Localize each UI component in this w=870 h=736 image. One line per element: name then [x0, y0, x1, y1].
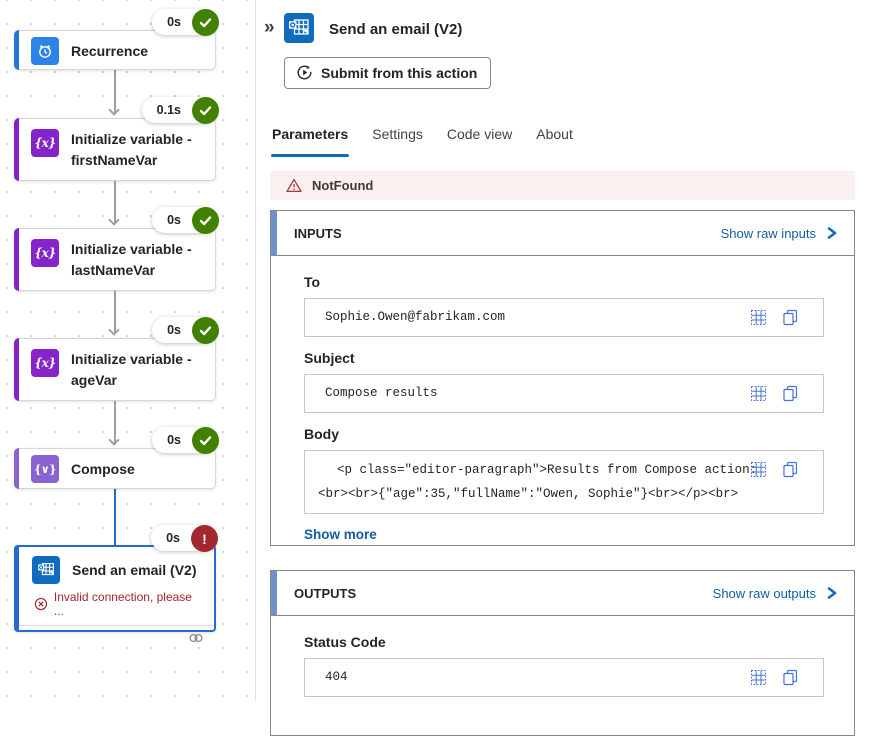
flow-node-initialize-firstnamevar[interactable]: 0.1s {x} Initialize variable - firstName…	[14, 97, 219, 181]
body-value-field[interactable]: <p class="editor-paragraph">Results from…	[304, 450, 824, 514]
run-status-badge[interactable]: 0s	[152, 207, 219, 234]
run-status-badge[interactable]: 0s !	[151, 525, 218, 552]
card-accent	[271, 571, 277, 615]
initialize-variable-icon: {x}	[31, 239, 59, 267]
initialize-variable-icon: {x}	[31, 349, 59, 377]
warning-banner: NotFound	[270, 171, 855, 200]
connector	[108, 181, 120, 226]
copy-icon[interactable]	[782, 385, 798, 402]
copy-icon[interactable]	[782, 669, 798, 686]
success-check-icon	[192, 317, 219, 344]
node-accent	[14, 228, 19, 291]
status-code-value-field[interactable]: 404	[304, 658, 824, 697]
node-error-message: Invalid connection, please ...	[19, 590, 214, 625]
table-view-icon[interactable]	[750, 669, 767, 686]
run-status-badge[interactable]: 0s	[152, 317, 219, 344]
outlook-icon	[284, 13, 314, 43]
node-title: Initialize variable - ageVar	[71, 351, 192, 388]
tab-parameters[interactable]: Parameters	[270, 126, 350, 157]
connector-selected	[114, 489, 116, 545]
outputs-card-body: Status Code 404	[270, 616, 855, 736]
connector	[108, 70, 120, 116]
run-status-badge[interactable]: 0.1s	[141, 97, 219, 124]
submit-from-this-action-button[interactable]: Submit from this action	[284, 57, 492, 89]
run-status-badge[interactable]: 0s	[152, 427, 219, 454]
to-label: To	[304, 274, 321, 290]
action-detail-panel: » Send an email (V2) Submit from this ac…	[257, 0, 870, 736]
inputs-card-header: INPUTS Show raw inputs	[270, 210, 855, 256]
node-title: Initialize variable - firstNameVar	[71, 131, 192, 168]
chevron-right-icon	[827, 227, 837, 239]
success-check-icon	[192, 97, 219, 124]
node-accent	[14, 448, 19, 489]
flow-node-compose[interactable]: 0s {∨} Compose	[14, 427, 219, 489]
to-value-field[interactable]: Sophie.Owen@fabrikam.com	[304, 298, 824, 337]
node-footer	[19, 625, 214, 649]
error-circle-x-icon	[34, 597, 48, 611]
tab-settings[interactable]: Settings	[372, 126, 423, 142]
outlook-icon	[32, 556, 60, 584]
node-title: Recurrence	[71, 42, 149, 59]
flow-node-send-an-email[interactable]: 0s ! Send an email (V2) Invalid connecti…	[14, 525, 218, 642]
status-code-label: Status Code	[304, 634, 386, 650]
connection-link-icon[interactable]	[188, 632, 204, 644]
inputs-heading: INPUTS	[294, 225, 342, 241]
node-accent	[14, 30, 19, 70]
compose-icon: {∨}	[31, 455, 59, 483]
error-badge-icon: !	[191, 525, 218, 552]
initialize-variable-icon: {x}	[31, 129, 59, 157]
warning-triangle-icon	[286, 178, 302, 193]
success-check-icon	[192, 9, 219, 36]
copy-icon[interactable]	[782, 309, 798, 326]
collapse-panel-icon[interactable]: »	[264, 17, 275, 38]
body-label: Body	[304, 426, 339, 442]
node-title: Initialize variable - lastNameVar	[71, 241, 192, 278]
flow-canvas[interactable]: 0s Recurrence 0.1s {x}	[0, 0, 256, 700]
node-title: Send an email (V2)	[72, 561, 197, 578]
flow-node-recurrence[interactable]: 0s Recurrence	[14, 9, 219, 70]
chevron-right-icon	[827, 587, 837, 599]
outputs-card-header: OUTPUTS Show raw outputs	[270, 570, 855, 616]
show-raw-inputs-link[interactable]: Show raw inputs	[721, 226, 838, 241]
table-view-icon[interactable]	[750, 461, 767, 478]
panel-title: Send an email (V2)	[329, 21, 463, 38]
node-title: Compose	[71, 460, 135, 477]
inputs-card-body: To Sophie.Owen@fabrikam.com Subject Comp…	[270, 256, 855, 546]
connector	[108, 291, 120, 336]
table-view-icon[interactable]	[750, 385, 767, 402]
show-more-link[interactable]: Show more	[304, 527, 377, 542]
node-accent	[14, 338, 19, 401]
table-view-icon[interactable]	[750, 309, 767, 326]
subject-value-field[interactable]: Compose results	[304, 374, 824, 413]
success-check-icon	[192, 207, 219, 234]
flow-node-initialize-lastnamevar[interactable]: 0s {x} Initialize variable - lastNameVar	[14, 207, 219, 291]
run-status-badge[interactable]: 0s	[152, 9, 219, 36]
resubmit-icon	[297, 65, 312, 80]
node-accent	[14, 118, 19, 181]
subject-label: Subject	[304, 350, 355, 366]
tab-code-view[interactable]: Code view	[446, 126, 513, 142]
tab-bar: Parameters Settings Code view About	[270, 126, 573, 157]
show-raw-outputs-link[interactable]: Show raw outputs	[713, 586, 838, 601]
connector	[108, 401, 120, 446]
warning-text: NotFound	[312, 178, 374, 193]
copy-icon[interactable]	[782, 461, 798, 478]
flow-node-initialize-agevar[interactable]: 0s {x} Initialize variable - ageVar	[14, 317, 219, 401]
tab-about[interactable]: About	[536, 126, 573, 142]
recurrence-clock-icon	[31, 37, 59, 65]
success-check-icon	[192, 427, 219, 454]
outputs-heading: OUTPUTS	[294, 585, 357, 601]
card-accent	[271, 211, 277, 255]
